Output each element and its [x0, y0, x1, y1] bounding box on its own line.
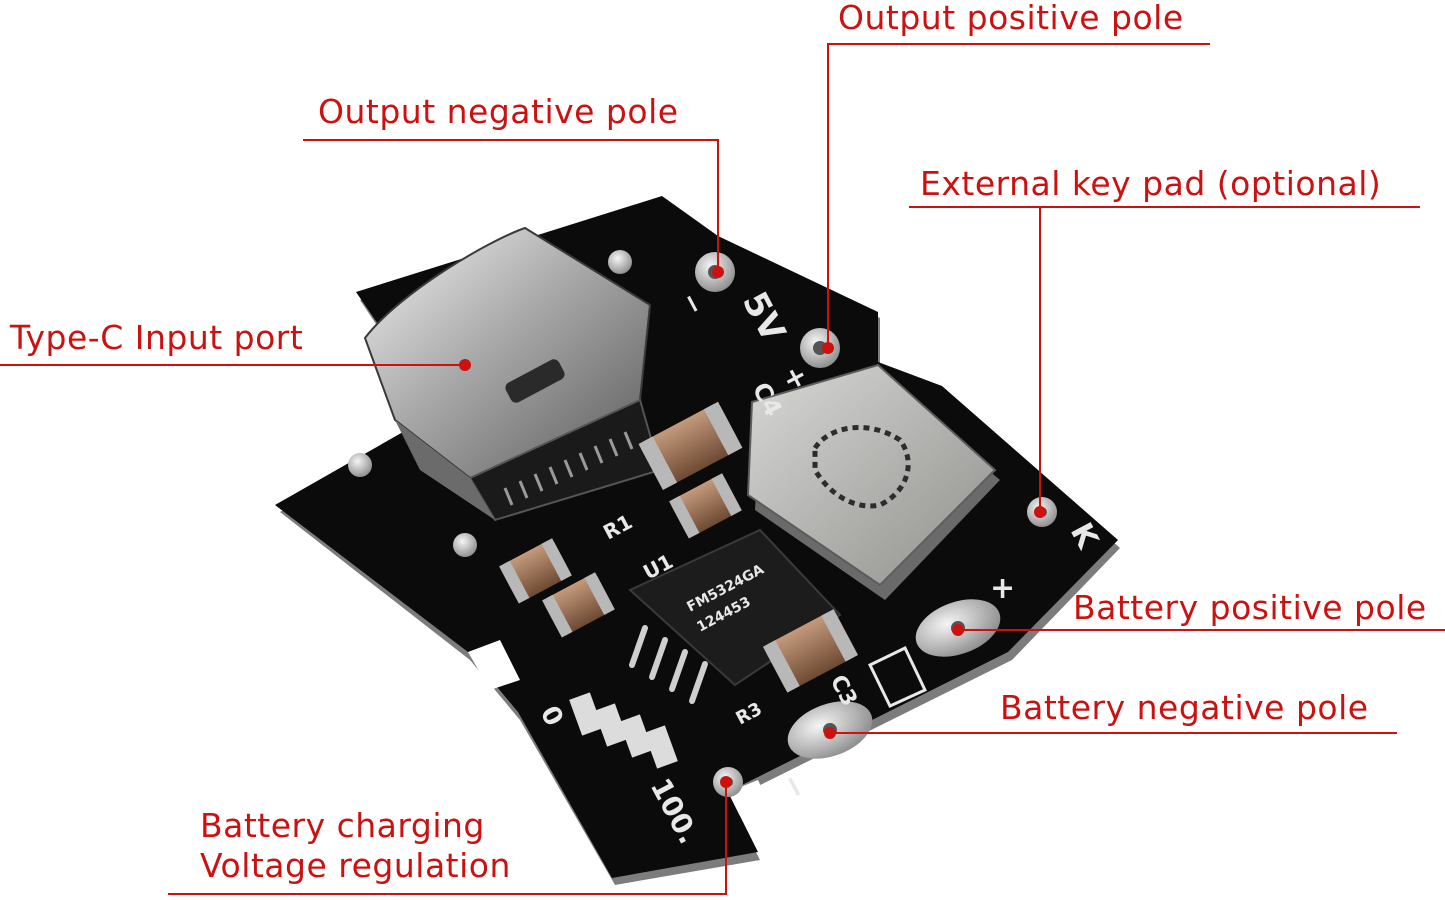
label-output-positive-pole: Output positive pole — [838, 0, 1184, 37]
dot-external-key — [1034, 506, 1046, 518]
usb-type-c-connector — [363, 226, 662, 522]
label-external-key-pad: External key pad (optional) — [920, 164, 1382, 203]
label-battery-negative-pole: Battery negative pole — [1000, 688, 1369, 727]
dot-battery-negative — [824, 727, 836, 739]
label-output-negative-pole: Output negative pole — [318, 92, 679, 131]
dot-output-negative — [712, 266, 724, 278]
callout-dots — [459, 266, 1046, 788]
dot-battery-positive — [952, 624, 964, 636]
label-type-c-input-port: Type-C Input port — [10, 318, 304, 357]
led-indicators — [569, 692, 678, 769]
leader-battery-charging — [168, 782, 727, 895]
dot-battery-charging — [720, 776, 732, 788]
label-battery-positive-pole: Battery positive pole — [1073, 588, 1427, 627]
leader-output-positive — [827, 43, 1210, 348]
power-inductor — [746, 363, 1000, 600]
silk-bat-plus: + — [990, 571, 1015, 606]
capacitor-group — [499, 401, 858, 693]
leader-output-negative — [303, 139, 719, 272]
dot-output-positive — [822, 342, 834, 354]
label-voltage-regulation: Voltage regulation — [200, 846, 511, 885]
label-battery-charging: Battery charging — [200, 806, 485, 845]
callout-lines — [0, 43, 1445, 895]
dot-type-c — [459, 359, 471, 371]
